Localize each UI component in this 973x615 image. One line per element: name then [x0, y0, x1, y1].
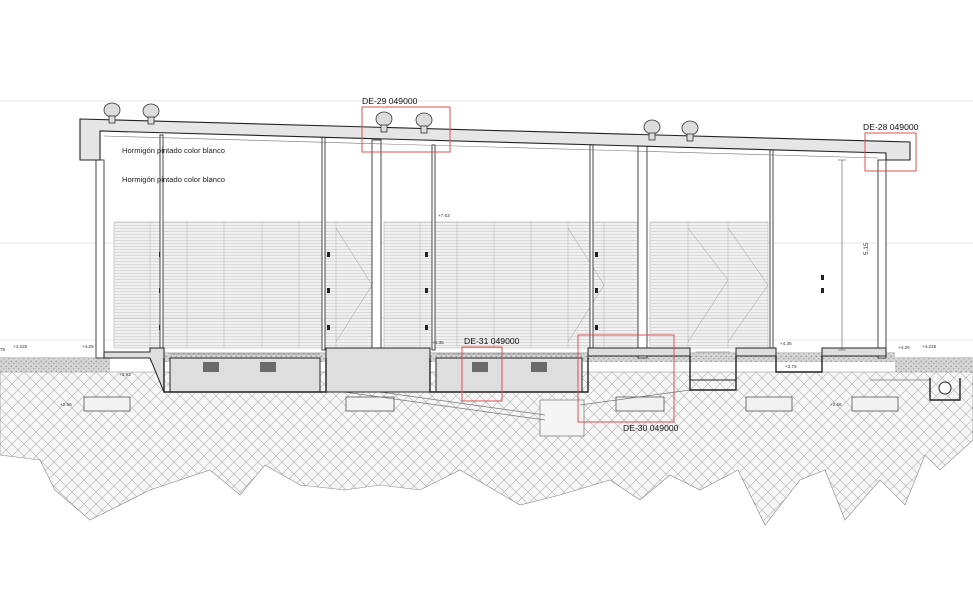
- callout-de-28: DE-28 049000: [863, 122, 919, 132]
- level-393: +3.93: [119, 372, 131, 377]
- level-763: +7.63: [438, 213, 450, 218]
- level-375: +3.75: [785, 364, 797, 369]
- level-266-left: +2.66: [60, 402, 72, 407]
- level-266-right: +2.66: [830, 402, 842, 407]
- level-435-right: +4.35: [780, 341, 792, 346]
- level-4225-left: +4.225: [13, 344, 28, 349]
- height-dimension: [838, 159, 846, 351]
- level-425-right: +4.25: [898, 345, 910, 350]
- note-lower: Hormigón pintado color blanco: [122, 175, 225, 184]
- callout-de-29: DE-29 049000: [362, 96, 418, 106]
- drain-pipe-circle: [938, 381, 952, 395]
- footings: [83, 396, 899, 412]
- gravel-left: [0, 357, 110, 372]
- soil-hatch: [0, 371, 973, 526]
- callout-de-30: DE-30 049000: [623, 423, 679, 433]
- height-dimension-label: 5.15: [863, 242, 870, 255]
- turbine-vents: [103, 102, 699, 142]
- gravel-strip: [150, 352, 895, 362]
- louver-dividers: [114, 222, 768, 348]
- louver-screens: [113, 221, 769, 349]
- level-4225-right: +4.225: [922, 344, 937, 349]
- level-435-mid: +4.35: [432, 340, 444, 345]
- roof-inner-line: [103, 135, 879, 159]
- callout-de-31: DE-31 049000: [464, 336, 520, 346]
- pit-walls: [163, 356, 961, 401]
- roof-slab: [79, 118, 911, 161]
- grate-lines: [170, 351, 730, 355]
- callout-boxes: [361, 106, 917, 423]
- level-75-edge: 75: [0, 347, 6, 352]
- note-upper: Hormigón pintado color blanco: [122, 146, 225, 155]
- level-425-left: +4.25: [82, 344, 94, 349]
- gravel-right: [895, 357, 973, 372]
- pit-blocks: [203, 362, 547, 372]
